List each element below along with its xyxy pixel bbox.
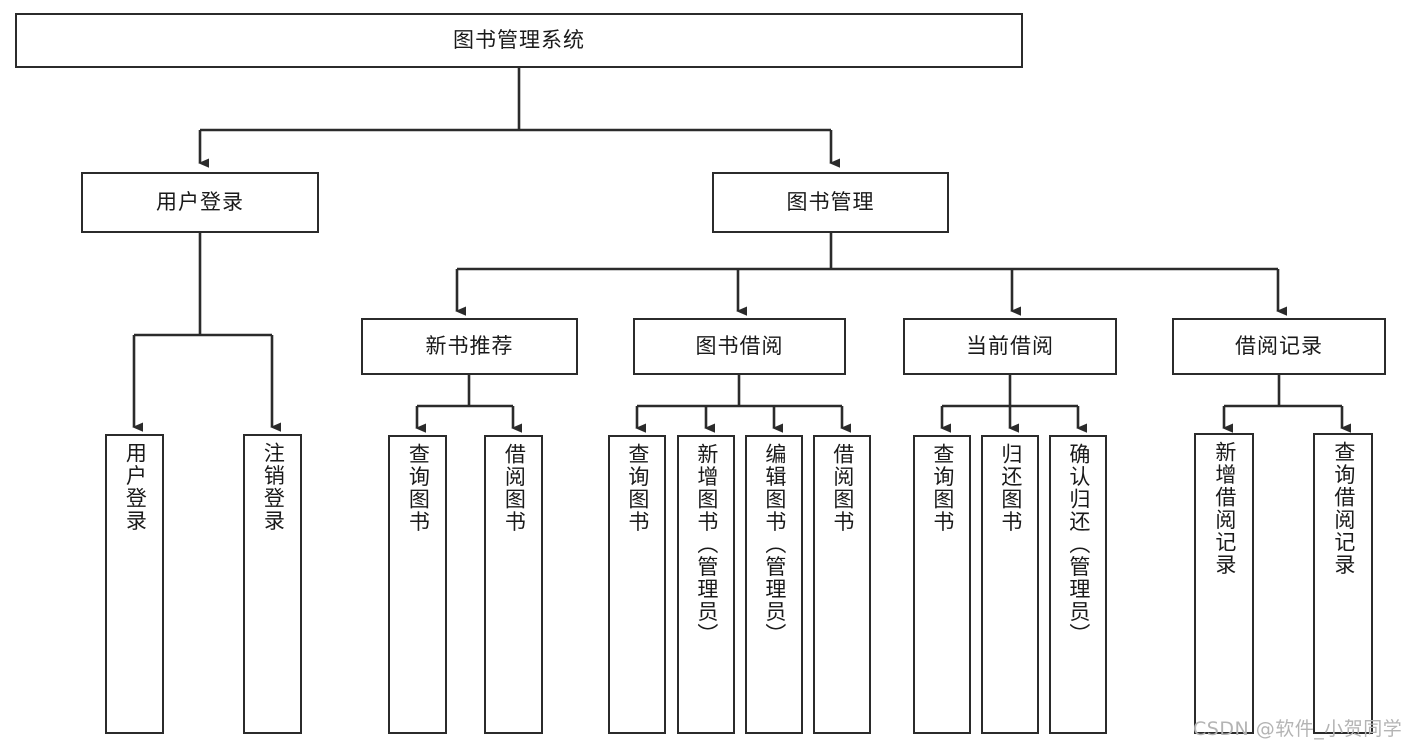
node-new-book-recommend[interactable]: 新书推荐 bbox=[361, 318, 578, 375]
node-user-login[interactable]: 用户登录 bbox=[81, 172, 319, 233]
leaf-user-login-login[interactable]: 用户登录 bbox=[105, 434, 164, 734]
leaf-new-book-borrow[interactable]: 借阅图书 bbox=[484, 435, 543, 734]
node-label: 编辑图书（管理员） bbox=[762, 443, 787, 646]
node-label: 新增图书（管理员） bbox=[694, 443, 719, 646]
node-label: 查询图书 bbox=[406, 443, 431, 533]
node-label: 归还图书 bbox=[998, 443, 1023, 533]
node-label: 新增借阅记录 bbox=[1212, 441, 1237, 576]
leaf-user-login-logout[interactable]: 注销登录 bbox=[243, 434, 302, 734]
leaf-current-return-book[interactable]: 归还图书 bbox=[981, 435, 1039, 734]
node-label: 图书管理系统 bbox=[453, 27, 585, 52]
leaf-borrow-query-book[interactable]: 查询图书 bbox=[608, 435, 666, 734]
node-label: 借阅图书 bbox=[830, 443, 855, 533]
node-label: 查询借阅记录 bbox=[1331, 441, 1356, 576]
node-current-borrow[interactable]: 当前借阅 bbox=[903, 318, 1117, 375]
leaf-new-book-query[interactable]: 查询图书 bbox=[388, 435, 447, 734]
node-book-management[interactable]: 图书管理 bbox=[712, 172, 949, 233]
leaf-record-add[interactable]: 新增借阅记录 bbox=[1194, 433, 1254, 734]
node-label: 用户登录 bbox=[156, 189, 244, 214]
node-label: 借阅图书 bbox=[502, 443, 527, 533]
node-label: 查询图书 bbox=[930, 443, 955, 533]
node-label: 图书管理 bbox=[786, 189, 875, 214]
node-label: 用户登录 bbox=[123, 442, 148, 532]
node-book-borrow[interactable]: 图书借阅 bbox=[633, 318, 846, 375]
node-label: 图书借阅 bbox=[695, 333, 784, 358]
node-label: 借阅记录 bbox=[1235, 333, 1323, 358]
leaf-current-query-book[interactable]: 查询图书 bbox=[913, 435, 971, 734]
leaf-borrow-edit-book[interactable]: 编辑图书（管理员） bbox=[745, 435, 803, 734]
node-label: 新书推荐 bbox=[425, 333, 514, 358]
node-borrow-record[interactable]: 借阅记录 bbox=[1172, 318, 1386, 375]
leaf-borrow-add-book[interactable]: 新增图书（管理员） bbox=[677, 435, 735, 734]
node-label: 当前借阅 bbox=[966, 333, 1054, 358]
node-label: 查询图书 bbox=[625, 443, 650, 533]
node-label: 注销登录 bbox=[261, 442, 286, 532]
leaf-borrow-borrow-book[interactable]: 借阅图书 bbox=[813, 435, 871, 734]
node-root-system[interactable]: 图书管理系统 bbox=[15, 13, 1023, 68]
node-label: 确认归还（管理员） bbox=[1066, 443, 1091, 646]
csdn-watermark: CSDN @软件_小贺同学 bbox=[1193, 718, 1403, 740]
leaf-current-confirm-return[interactable]: 确认归还（管理员） bbox=[1049, 435, 1107, 734]
leaf-record-query[interactable]: 查询借阅记录 bbox=[1313, 433, 1373, 734]
